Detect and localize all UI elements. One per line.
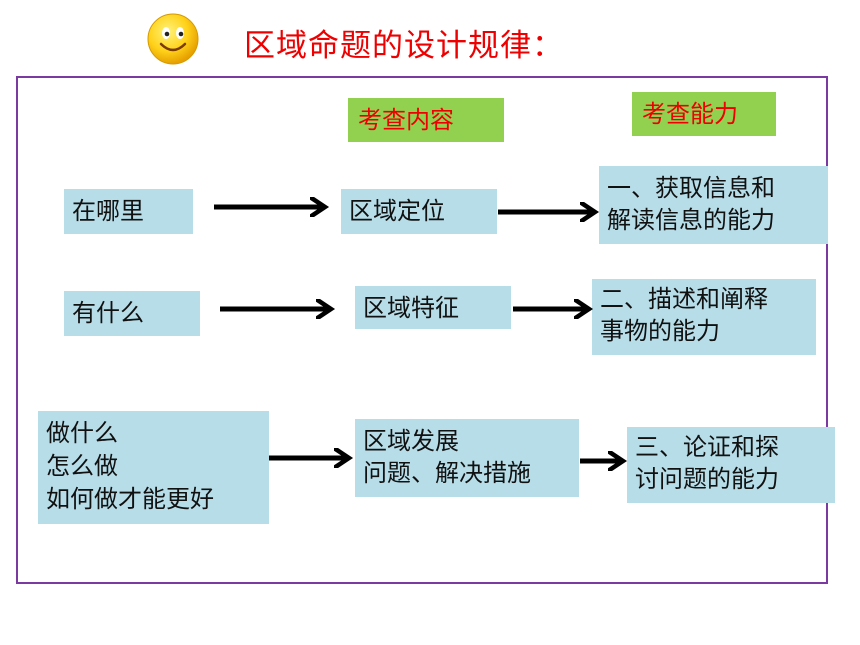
header-content: 考查内容 <box>348 98 504 142</box>
question-text-line: 如何做才能更好 <box>46 485 214 513</box>
content-box-development: 区域发展 问题、解决措施 <box>355 419 579 497</box>
ability-box-1: 一、获取信息和 解读信息的能力 <box>599 166 828 244</box>
content-box-location: 区域定位 <box>341 189 497 234</box>
smiley-face-icon <box>147 13 199 65</box>
ability-box-2: 二、描述和阐释 事物的能力 <box>592 279 816 355</box>
question-text-line: 怎么做 <box>46 452 118 480</box>
diagram-frame <box>16 76 828 584</box>
ability-text-line: 讨问题的能力 <box>635 465 779 493</box>
header-ability: 考查能力 <box>632 92 776 136</box>
ability-text-line: 二、描述和阐释 <box>600 285 768 313</box>
question-text: 在哪里 <box>72 197 144 225</box>
content-box-features: 区域特征 <box>355 286 511 329</box>
page-title: 区域命题的设计规律： <box>244 28 564 64</box>
content-text-line: 问题、解决措施 <box>363 459 531 487</box>
question-box-what: 有什么 <box>64 291 200 336</box>
ability-text-line: 解读信息的能力 <box>607 206 775 234</box>
question-box-where: 在哪里 <box>64 189 193 234</box>
ability-box-3: 三、论证和探 讨问题的能力 <box>627 427 835 503</box>
content-text: 区域特征 <box>363 294 459 322</box>
content-text: 区域定位 <box>349 197 445 225</box>
question-text-line: 做什么 <box>46 419 118 447</box>
ability-text-line: 三、论证和探 <box>635 433 779 461</box>
ability-text-line: 事物的能力 <box>600 317 720 345</box>
ability-text-line: 一、获取信息和 <box>607 174 775 202</box>
content-text-line: 区域发展 <box>363 427 459 455</box>
question-box-how: 做什么 怎么做 如何做才能更好 <box>38 411 269 524</box>
question-text: 有什么 <box>72 299 144 327</box>
